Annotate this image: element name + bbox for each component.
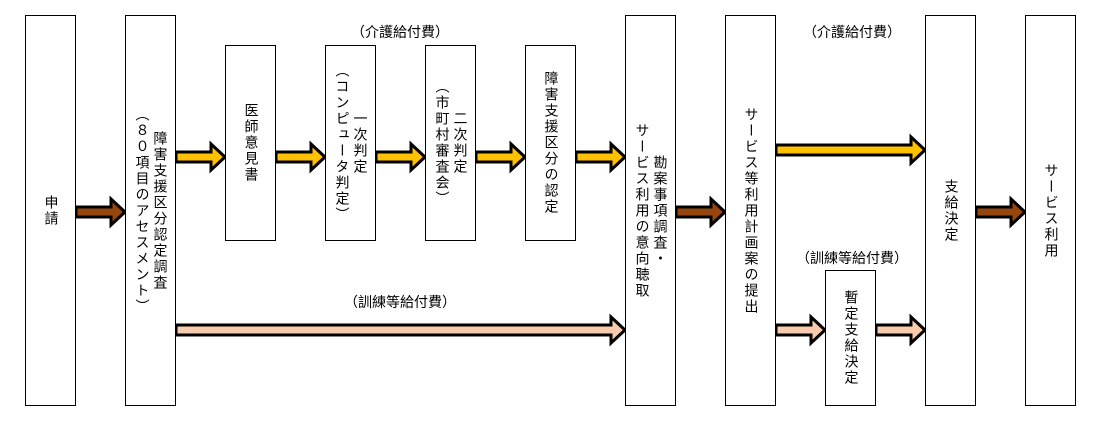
box-application: 申請 <box>25 15 76 406</box>
box-plan-submission: サービス等利用計画案の提出 <box>725 15 776 406</box>
box-assessment-text-2: （８０項目のアセスメント） <box>133 106 150 315</box>
care-benefit-label-1: （介護給付費） <box>351 25 449 41</box>
arrow-doctor-opinion-to-first-judgment <box>274 140 328 174</box>
arrow-application-to-assessment <box>74 195 128 229</box>
arrow-plan-submission-to-payment-decision <box>774 133 928 167</box>
box-assessment-text-1: 障害支援区分認定調査 <box>151 130 168 291</box>
training-benefit-label-1: （訓練等給付費） <box>344 295 456 311</box>
box-second-judgment-text-1: 二次判定 <box>451 111 468 175</box>
box-first-judgment-text-2: （コンピュータ判定） <box>333 63 350 223</box>
box-provisional-decision: 暫定支給決定 <box>825 270 876 406</box>
box-assessment: 障害支援区分認定調査 （８０項目のアセスメント） <box>125 15 176 406</box>
box-payment-decision: 支給決定 <box>925 15 976 406</box>
arrow-plan-submission-to-provisional-decision <box>774 313 828 347</box>
box-hearing-text-1: 勘案事項調査・ <box>651 154 668 267</box>
arrow-provisional-decision-to-payment-decision <box>874 313 928 347</box>
box-provisional-decision-text: 暫定支給決定 <box>842 290 859 386</box>
arrow-assessment-to-doctor-opinion <box>174 140 228 174</box>
arrow-category-certification-to-hearing <box>574 140 628 174</box>
box-first-judgment: 一次判定 （コンピュータ判定） <box>325 45 376 241</box>
arrow-assessment-to-hearing <box>174 313 628 347</box>
box-doctor-opinion: 医師意見書 <box>225 45 276 241</box>
arrow-second-judgment-to-category-certification <box>474 140 528 174</box>
box-payment-decision-text: 支給決定 <box>942 178 959 243</box>
box-service-use-text: サービス利用 <box>1042 162 1059 259</box>
box-service-use: サービス利用 <box>1025 15 1076 406</box>
box-doctor-opinion-text: 医師意見書 <box>242 103 259 183</box>
box-hearing: 勘案事項調査・ サービス利用の意向聴取 <box>625 15 676 406</box>
care-benefit-label-2: （介護給付費） <box>803 25 901 41</box>
box-category-certification: 障害支援区分の認定 <box>525 45 576 241</box>
arrow-hearing-to-plan-submission <box>674 195 728 229</box>
training-benefit-label-2: （訓練等給付費） <box>796 251 908 267</box>
arrow-payment-decision-to-service-use <box>974 195 1028 229</box>
box-application-text: 申請 <box>42 194 59 227</box>
box-plan-submission-text: サービス等利用計画案の提出 <box>742 106 759 315</box>
box-second-judgment: 二次判定 （市町村審査会） <box>425 45 476 241</box>
box-category-certification-text: 障害支援区分の認定 <box>542 71 559 215</box>
box-first-judgment-text-1: 一次判定 <box>351 111 368 175</box>
box-hearing-text-2: サービス利用の意向聴取 <box>633 122 650 299</box>
box-second-judgment-text-2: （市町村審査会） <box>433 79 450 207</box>
arrow-first-judgment-to-second-judgment <box>374 140 428 174</box>
